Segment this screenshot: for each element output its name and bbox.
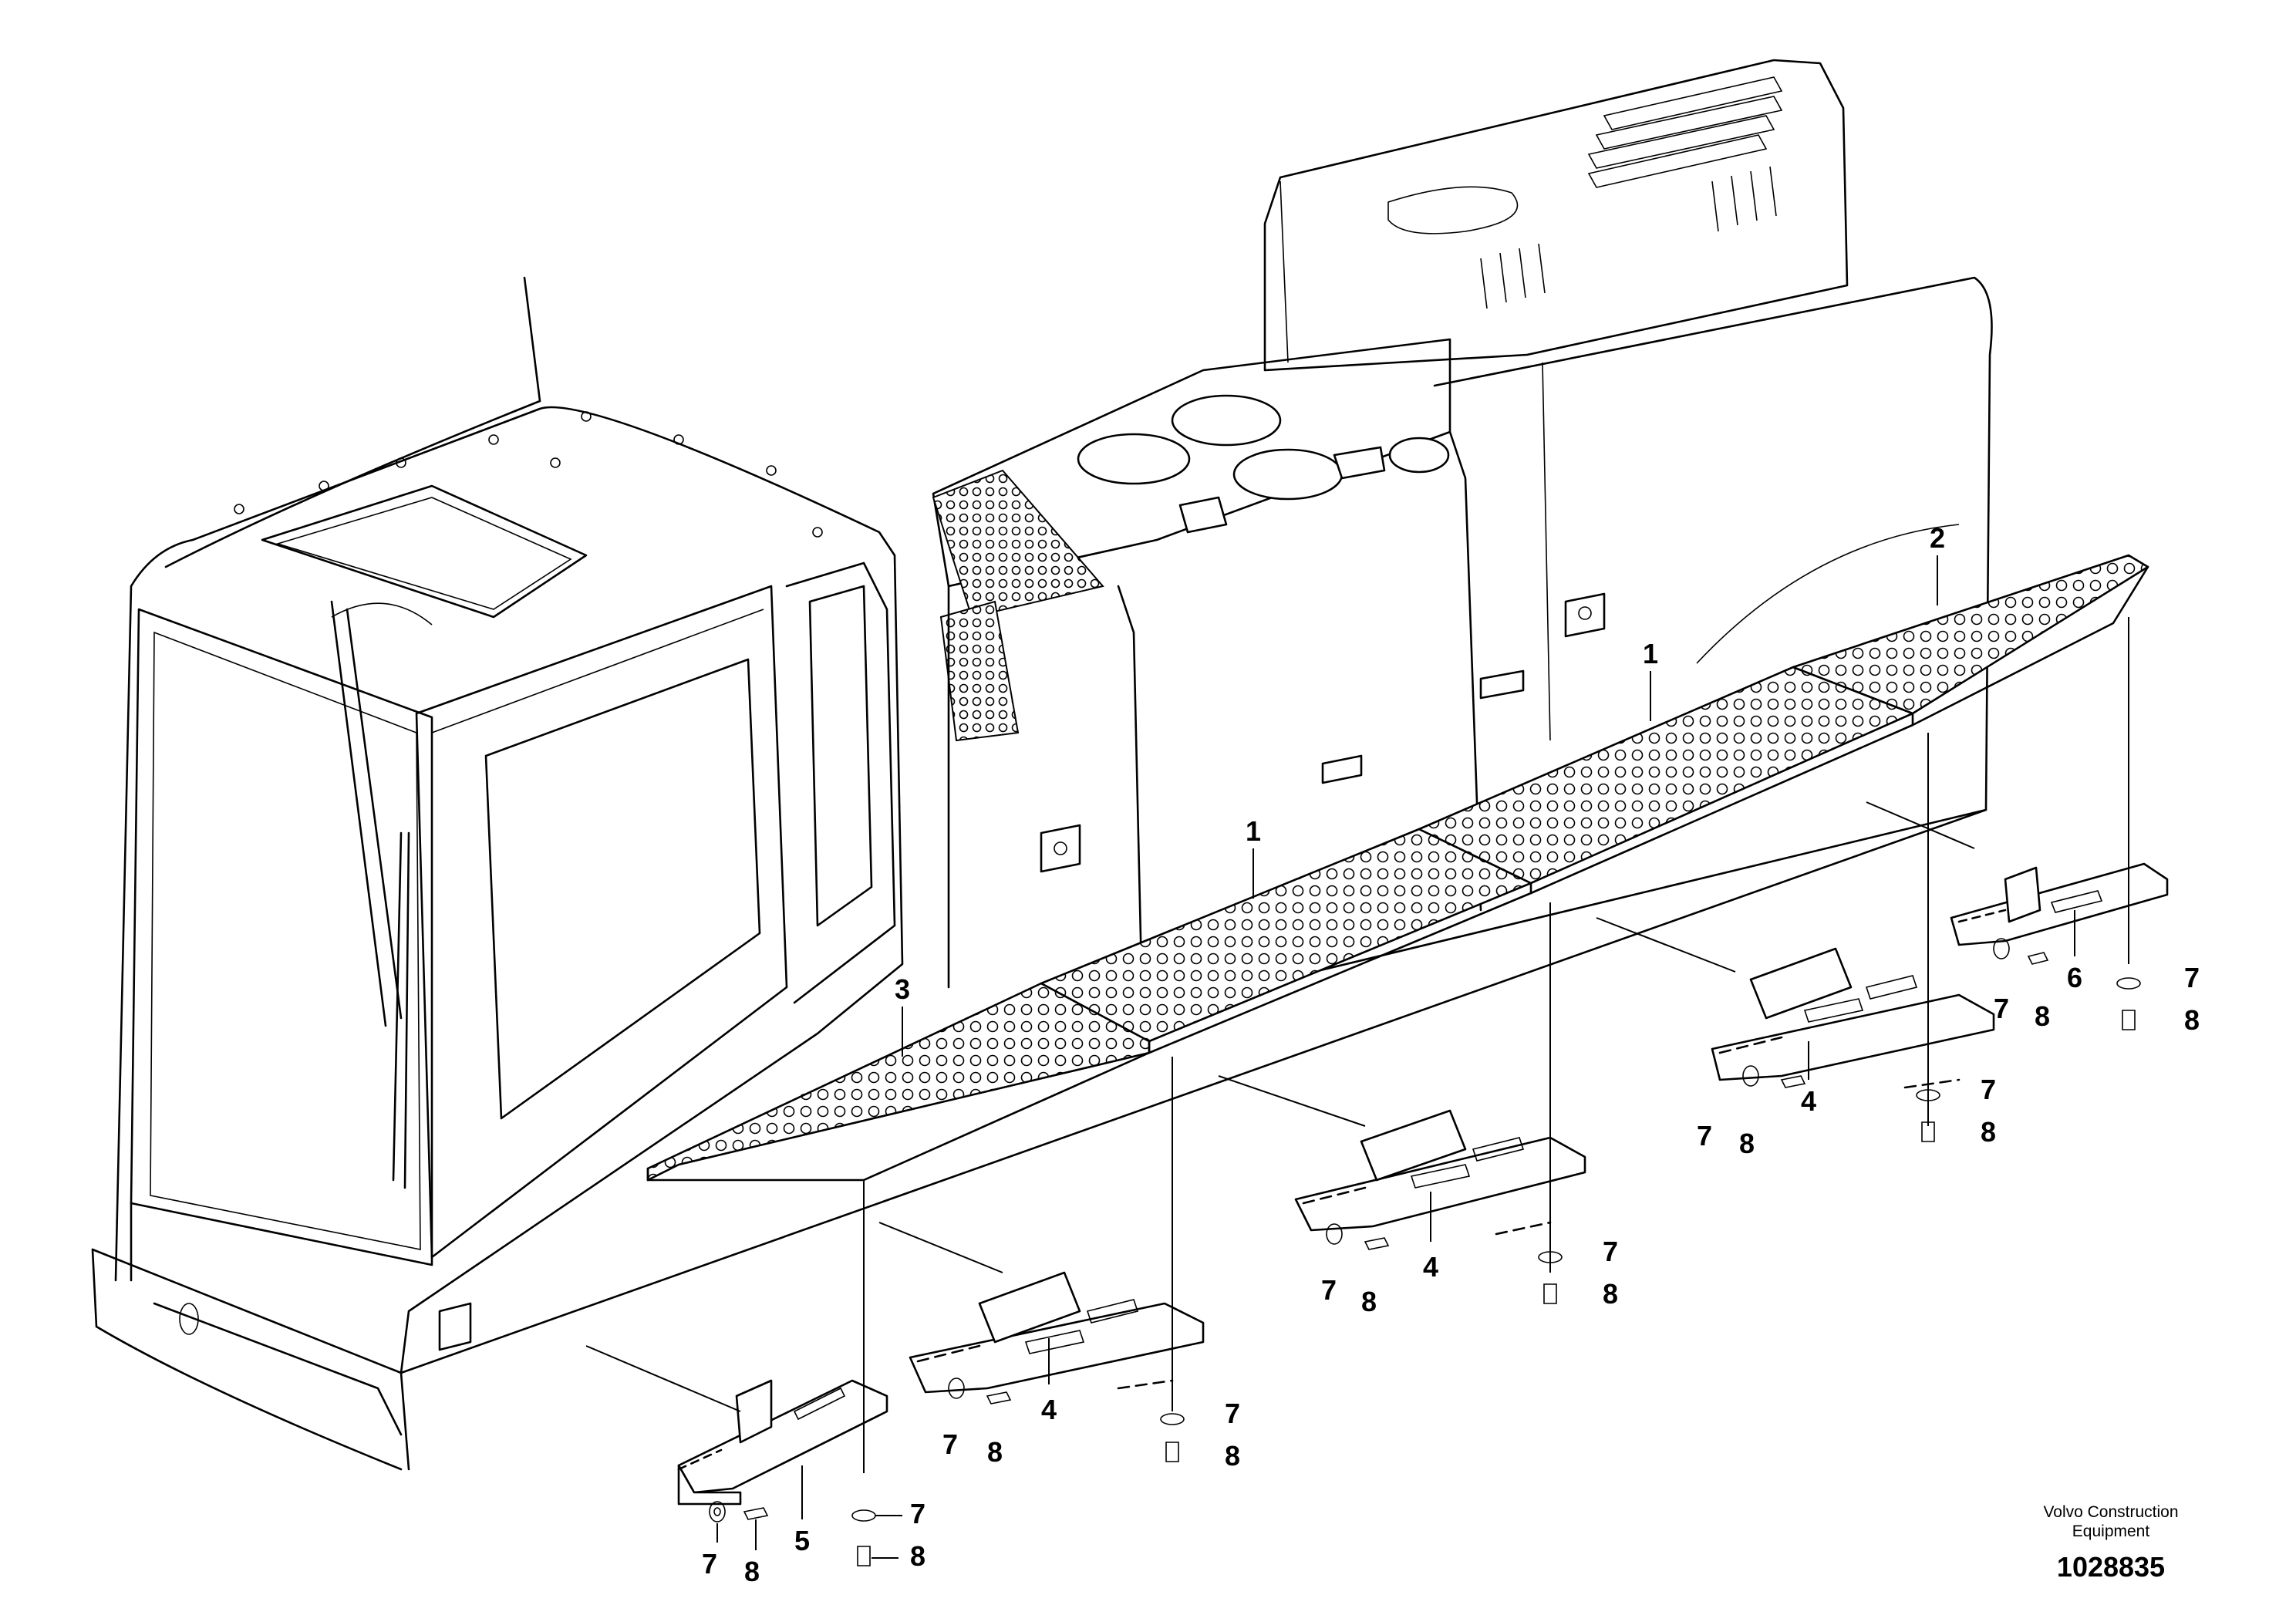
callout-7: 7 [1225, 1398, 1240, 1429]
bolt-8 [2027, 952, 2049, 965]
callout-7: 7 [1321, 1274, 1337, 1306]
washer-7 [1326, 1223, 1343, 1245]
washer-7 [1742, 1065, 1759, 1087]
callout-8: 8 [744, 1556, 760, 1587]
bolt-8 [2122, 1010, 2136, 1030]
walkway-panel-1a [1040, 828, 1532, 1043]
callout-7: 7 [702, 1548, 717, 1580]
callout-7: 7 [2184, 962, 2200, 993]
operator-cab [114, 276, 904, 1436]
bracket-4c [1711, 947, 1995, 1089]
callout-7: 7 [1697, 1120, 1712, 1152]
bolt-8 [986, 1391, 1012, 1404]
callout-7: 7 [1994, 993, 2009, 1024]
washer-7 [1160, 1413, 1185, 1425]
callout-8: 8 [1361, 1286, 1377, 1317]
callout-1: 1 [1643, 638, 1658, 669]
washer-7 [709, 1501, 726, 1523]
bracket-4b [1294, 1109, 1586, 1236]
bracket-4a [909, 1271, 1205, 1394]
bolt-8 [1543, 1283, 1557, 1304]
walkway-panel-1b [1418, 666, 1914, 885]
callout-3: 3 [895, 973, 910, 1005]
credit-line-1: Volvo Construction [2043, 1503, 2179, 1521]
callout-labels: 1 1 2 3 4 4 4 5 6 7 7 7 7 7 7 7 7 7 7 8 … [702, 522, 2200, 1587]
callout-8: 8 [1603, 1278, 1618, 1310]
callout-4: 4 [1801, 1085, 1816, 1117]
credit-line-2: Equipment [2072, 1523, 2150, 1540]
washer-7 [1993, 938, 2010, 959]
assembly-lines [585, 617, 2129, 1473]
callout-4: 4 [1423, 1251, 1438, 1283]
hood-vents [1480, 76, 1783, 309]
callout-6: 6 [2067, 962, 2082, 993]
washer-7 [2116, 977, 2141, 990]
callout-8: 8 [1225, 1440, 1240, 1472]
washer-7 [1916, 1089, 1940, 1101]
callout-8: 8 [910, 1540, 925, 1572]
fasteners [709, 938, 2141, 1566]
callout-8: 8 [1739, 1128, 1755, 1159]
callout-8: 8 [987, 1436, 1003, 1468]
drawing-credit: Volvo Construction Equipment 1028835 [1995, 1502, 2227, 1584]
callout-8: 8 [2035, 1000, 2050, 1032]
callout-5: 5 [794, 1525, 810, 1556]
callout-8: 8 [1981, 1116, 1996, 1148]
callout-7: 7 [1981, 1074, 1996, 1105]
callout-leaders [716, 555, 2075, 1559]
callout-7: 7 [1603, 1236, 1618, 1267]
washer-7 [1538, 1251, 1563, 1263]
bolt-8 [1364, 1237, 1390, 1250]
bolt-8 [1165, 1442, 1179, 1462]
callout-2: 2 [1930, 522, 1945, 554]
callout-7: 7 [910, 1498, 925, 1529]
walkway-platform [646, 554, 2149, 1182]
bolt-8 [1780, 1075, 1806, 1088]
bolt-8 [743, 1507, 769, 1520]
bolt-8 [857, 1546, 871, 1566]
machine-body [91, 59, 1993, 1471]
callout-7: 7 [942, 1428, 958, 1460]
bracket-6 [1950, 862, 2169, 946]
callout-8: 8 [2184, 1004, 2200, 1036]
callout-4: 4 [1041, 1394, 1057, 1425]
bracket-5 [677, 1379, 888, 1506]
bolt-8 [1921, 1121, 1935, 1142]
drawing-number: 1028835 [2056, 1551, 2166, 1583]
washer-7 [851, 1509, 876, 1522]
washer-7 [948, 1378, 965, 1399]
roof-bolts [234, 411, 823, 538]
callout-1: 1 [1246, 815, 1261, 847]
walkway-panel-3 [646, 982, 1151, 1182]
